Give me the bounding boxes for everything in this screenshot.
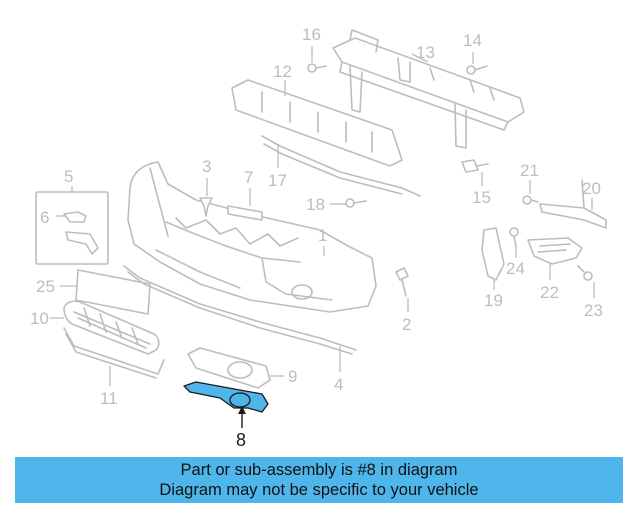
part-21-clip xyxy=(522,195,539,205)
part-14-bolt xyxy=(466,65,488,75)
part-10-lower-grille xyxy=(63,300,160,355)
part-12-energy-absorber xyxy=(231,79,403,167)
part-13-reinforcement-bar xyxy=(332,29,525,149)
callout-1: 1 xyxy=(318,226,327,245)
callout-4: 4 xyxy=(334,375,343,394)
leader-13 xyxy=(411,53,429,63)
part-15-bolt xyxy=(461,159,489,173)
part-1-bumper-cover xyxy=(127,161,377,313)
banner-line-1: Part or sub-assembly is #8 in diagram xyxy=(180,461,458,479)
callout-12: 12 xyxy=(273,62,292,81)
callout-2: 2 xyxy=(402,315,411,334)
part-2-bolt xyxy=(395,267,409,297)
part-7-bracket xyxy=(227,205,263,221)
part-3-clip xyxy=(199,197,213,217)
part-25-plate-bracket xyxy=(75,269,151,315)
parts-diagram: 16 13 14 12 5 6 3 7 17 18 15 21 20 1 25 … xyxy=(30,25,607,450)
callout-21: 21 xyxy=(520,161,539,180)
callout-6: 6 xyxy=(40,208,49,227)
callout-18: 18 xyxy=(306,195,325,214)
part-23-bolt xyxy=(577,265,593,281)
callout-14: 14 xyxy=(463,31,482,50)
part-17-upper-strip xyxy=(261,135,421,197)
callout-25: 25 xyxy=(36,277,55,296)
callout-11: 11 xyxy=(100,389,118,408)
callout-8: 8 xyxy=(236,430,246,450)
part-4-lower-strip xyxy=(123,265,357,355)
part-19-side-bracket xyxy=(481,227,505,281)
callout-19: 19 xyxy=(484,291,503,310)
part-11-grille-trim xyxy=(63,327,165,379)
callout-7: 7 xyxy=(244,168,253,187)
info-banner: Part or sub-assembly is #8 in diagram Di… xyxy=(15,457,623,503)
part-22-lamp-bracket xyxy=(527,237,583,265)
callout-16: 16 xyxy=(302,25,321,44)
part-5-6-bracket-set xyxy=(35,191,109,265)
callout-24: 24 xyxy=(506,259,525,278)
part-9-fog-grille xyxy=(187,347,271,389)
part-24-screw xyxy=(509,227,519,247)
callout-20: 20 xyxy=(582,179,601,198)
part-20-side-bracket xyxy=(539,179,607,229)
leader-8-arrow xyxy=(238,406,246,414)
part-18-screw xyxy=(345,198,367,208)
callout-5: 5 xyxy=(64,167,73,186)
callout-13: 13 xyxy=(416,43,435,62)
callout-9: 9 xyxy=(288,367,297,386)
callout-17: 17 xyxy=(268,171,287,190)
callout-3: 3 xyxy=(202,157,211,176)
callout-10: 10 xyxy=(30,309,49,328)
callout-15: 15 xyxy=(472,188,491,207)
banner-line-2: Diagram may not be specific to your vehi… xyxy=(159,481,479,499)
callout-22: 22 xyxy=(540,283,559,302)
part-8-highlighted[interactable] xyxy=(183,381,269,413)
part-16-bolt xyxy=(307,63,327,73)
callout-23: 23 xyxy=(584,301,603,320)
